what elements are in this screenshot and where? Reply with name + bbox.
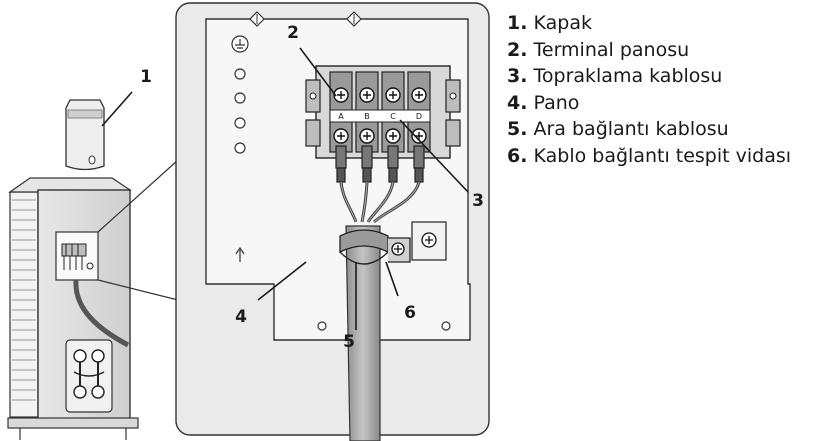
wire-connectors [335, 145, 425, 224]
callout-leaders [101, 47, 469, 330]
legend-text: Pano [533, 91, 580, 114]
legend-item: 6. Kablo bağlantı tespit vidası [507, 143, 791, 170]
unit-fins [9, 191, 39, 418]
legend-item: 4. Pano [507, 90, 791, 117]
legend-item: 5. Ara bağlantı kablosu [507, 116, 791, 143]
legend-number: 3. [507, 65, 528, 87]
callout-2: 2 [287, 23, 299, 43]
outdoor-unit [7, 177, 139, 440]
legend-item: 1. Kapak [507, 10, 791, 37]
terminal-label-d: D [416, 112, 422, 121]
legend-text: Kapak [533, 12, 592, 34]
legend-text: Ara bağlantı kablosu [533, 118, 729, 140]
legend-item: 2. Terminal panosu [507, 37, 791, 64]
cable-clamp [339, 221, 447, 265]
callout-3: 3 [472, 191, 484, 211]
cover-part [65, 99, 105, 171]
terminal-label-a: A [338, 112, 344, 121]
legend-text: Kablo bağlantı tespit vidası [533, 144, 792, 167]
legend-text: Topraklama kablosu [533, 65, 723, 87]
callout-1: 1 [140, 67, 152, 87]
terminal-label-b: B [364, 112, 370, 121]
interconnect-cable [345, 225, 381, 441]
legend-number: 5. [507, 118, 528, 140]
terminal-block: A B C D [305, 65, 461, 159]
legend-number: 2. [507, 38, 528, 61]
legend-number: 6. [507, 144, 528, 167]
callout-6: 6 [404, 303, 416, 323]
callout-5: 5 [343, 332, 355, 352]
legend-number: 4. [507, 91, 528, 114]
legend-list: 1. Kapak 2. Terminal panosu 3. Topraklam… [507, 10, 791, 169]
legend-text: Terminal panosu [533, 38, 690, 61]
zoom-lines [97, 159, 179, 301]
callout-4: 4 [235, 307, 247, 327]
legend-item: 3. Topraklama kablosu [507, 63, 791, 90]
legend-number: 1. [507, 12, 528, 34]
terminal-label-c: C [390, 112, 396, 121]
